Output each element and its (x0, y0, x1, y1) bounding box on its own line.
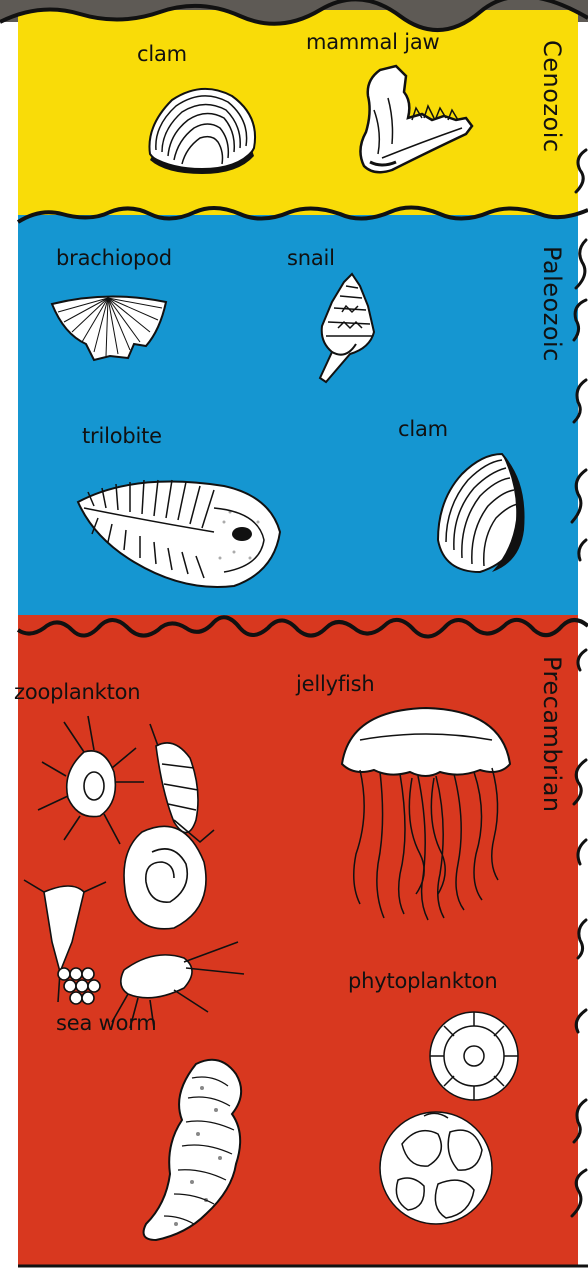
sea-worm-illustration (136, 1054, 296, 1248)
brachiopod-illustration (50, 290, 168, 362)
mammal-jaw-illustration (352, 62, 476, 178)
clam-illustration (142, 76, 264, 176)
fossil-label-jellyfish: jellyfish (296, 672, 375, 696)
era-label-paleozoic: Paleozoic (538, 246, 566, 362)
fossil-label-phytoplankton: phytoplankton (348, 969, 497, 993)
fossil-label-clam: clam (137, 42, 187, 66)
fossil-label-mammal-jaw: mammal jaw (306, 30, 440, 54)
fossil-label-brachiopod: brachiopod (56, 246, 172, 270)
snail-illustration (302, 272, 382, 388)
fossil-label-clam-paleozoic: clam (398, 417, 448, 441)
fossil-label-trilobite: trilobite (82, 424, 162, 448)
jellyfish-illustration (330, 704, 520, 922)
fossil-label-zooplankton: zooplankton (14, 680, 140, 704)
era-label-precambrian: Precambrian (538, 656, 566, 813)
era-label-cenozoic: Cenozoic (538, 40, 566, 153)
fossil-label-snail: snail (287, 246, 335, 270)
zooplankton-illustration (24, 712, 250, 1030)
phytoplankton-illustration (378, 1004, 520, 1230)
clam-illustration-paleozoic (432, 450, 528, 576)
trilobite-illustration (74, 462, 284, 592)
cenozoic-band (18, 10, 578, 225)
